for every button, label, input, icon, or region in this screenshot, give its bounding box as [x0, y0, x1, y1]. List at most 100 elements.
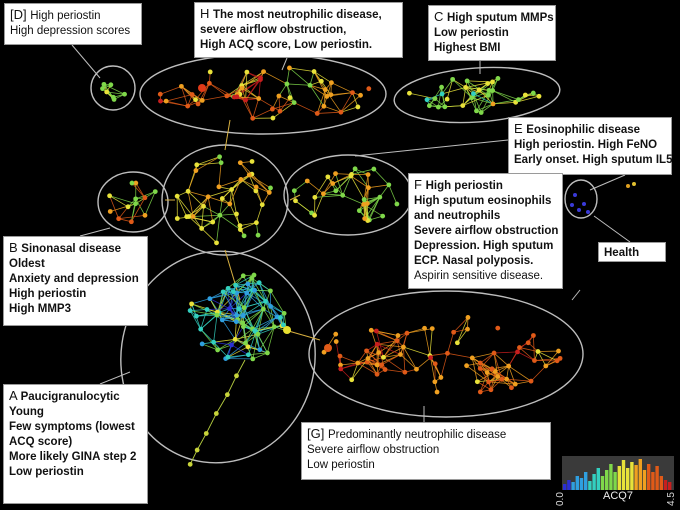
network-edge [364, 196, 380, 200]
network-edge [453, 317, 469, 333]
cluster-a-line: ACQ score) [9, 435, 142, 450]
network-node [230, 289, 236, 295]
network-edge [373, 168, 390, 186]
network-node [434, 389, 440, 395]
network-edge [192, 206, 204, 217]
network-edge [217, 338, 236, 351]
network-node [133, 196, 139, 202]
network-node [245, 281, 251, 287]
network-node [333, 339, 339, 344]
network-edge [490, 379, 503, 391]
connector-line [589, 174, 626, 191]
network-node [107, 209, 113, 214]
network-node [256, 96, 262, 101]
hub-node [324, 344, 332, 352]
network-edge [284, 329, 321, 341]
network-edge [332, 174, 352, 184]
cluster-h-text: High ACQ score, Low periostin. [200, 39, 373, 51]
network-node [204, 307, 210, 312]
network-edge [479, 372, 488, 393]
network-node [220, 289, 226, 295]
network-node [439, 91, 445, 97]
legend-bar [579, 478, 584, 490]
cluster-a-letter: A [9, 388, 21, 403]
network-edge [213, 338, 236, 343]
cluster-d-line: [D] High periostin [10, 7, 136, 24]
network-node [318, 78, 324, 84]
network-node [465, 326, 470, 332]
network-node [234, 312, 240, 318]
network-edge [202, 95, 227, 101]
legend-max-label: 4.5 [666, 492, 677, 506]
network-edge [190, 309, 208, 311]
network-edge [221, 319, 236, 340]
network-edge [231, 174, 250, 190]
network-edge [492, 99, 519, 105]
network-edge [135, 182, 146, 198]
network-node [107, 193, 113, 199]
cluster-f-line: Depression. High sputum [414, 239, 557, 254]
network-edge [236, 282, 260, 294]
health-node [573, 193, 577, 197]
network-edge [357, 362, 378, 375]
network-node [244, 69, 250, 75]
network-node [234, 94, 240, 100]
legend-bar [584, 472, 588, 490]
cluster-f-text: Severe airflow obstruction [414, 225, 559, 237]
network-edge [267, 326, 275, 354]
network-node [163, 98, 169, 104]
network-edge [195, 156, 220, 171]
network-edge [537, 351, 547, 367]
network-edge [462, 87, 467, 106]
connector-line [354, 139, 509, 157]
network-edge [193, 214, 220, 217]
cluster-ellipse [393, 66, 561, 124]
network-node [377, 194, 383, 200]
network-edge [495, 365, 509, 372]
network-node [321, 103, 327, 109]
network-node [243, 97, 249, 103]
legend-min-label: 0.0 [555, 492, 566, 506]
network-edge [237, 79, 261, 95]
network-edge [452, 79, 473, 99]
network-node [207, 69, 213, 75]
network-node [252, 287, 258, 293]
network-node [330, 181, 336, 186]
health-node [570, 203, 574, 207]
network-node [284, 81, 290, 87]
cluster-a-text: Low periostin [9, 466, 84, 478]
legend-bar [630, 462, 634, 490]
network-edge [351, 168, 374, 175]
network-node [158, 98, 163, 104]
network-edge [272, 102, 295, 110]
network-edge [473, 93, 482, 113]
network-node [225, 285, 231, 291]
network-edge [236, 96, 259, 99]
cluster-h-letter: H [200, 6, 213, 21]
network-node [495, 76, 501, 81]
network-node [128, 219, 134, 225]
network-node [133, 201, 138, 207]
network-node [193, 97, 198, 103]
network-node [509, 385, 514, 391]
network-edge [205, 413, 217, 434]
network-node [490, 79, 495, 85]
cluster-b-line: Oldest [9, 257, 142, 272]
network-edge [473, 93, 494, 105]
network-edge [247, 331, 257, 355]
network-edge [351, 362, 359, 380]
network-node [515, 349, 520, 355]
network-node [276, 93, 282, 99]
network-edge [110, 203, 136, 212]
cluster-b-line: Anxiety and depression [9, 272, 142, 287]
network-node [450, 76, 456, 82]
network-node [250, 115, 256, 121]
network-node [556, 348, 561, 354]
network-node [471, 91, 476, 97]
network-edge [357, 350, 367, 364]
network-edge [227, 346, 249, 358]
network-edge [131, 197, 146, 222]
cluster-ellipse [564, 179, 598, 219]
